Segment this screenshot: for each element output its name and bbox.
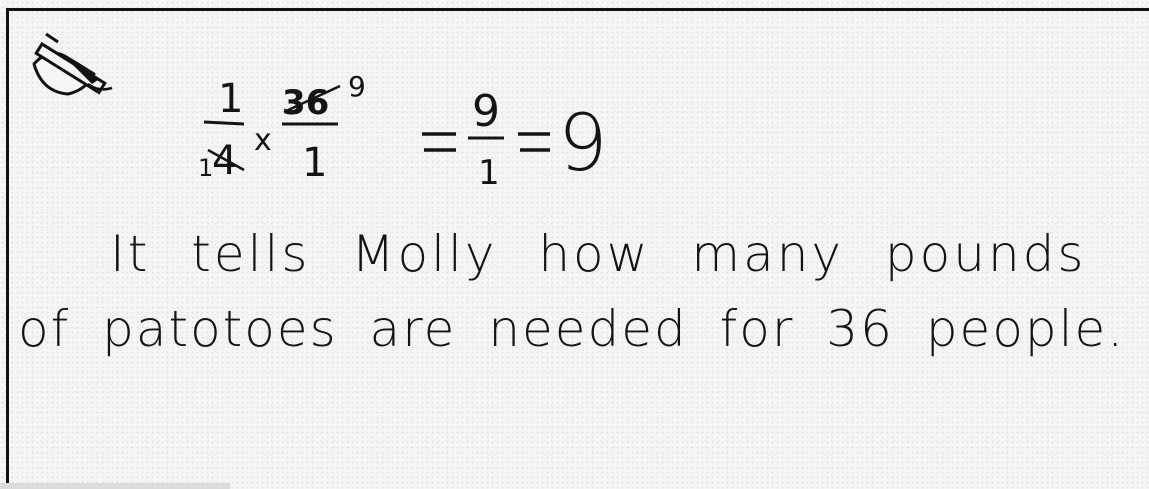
final-result: 9 xyxy=(558,99,608,189)
explanation-line-2: of patotoes are needed for 36 people. xyxy=(18,300,1126,358)
factor-2-reduced-numerator: 9 xyxy=(348,70,366,103)
answer-box-border xyxy=(6,8,1149,489)
explanation-line-1: It tells Molly how many pounds xyxy=(110,225,1087,283)
handwritten-computation: 1 1 4 x 36 9 1 9 1 9 xyxy=(198,70,608,193)
factor-1-numerator: 1 xyxy=(218,76,243,122)
pencil-writing-icon xyxy=(32,32,113,96)
product-denominator: 1 xyxy=(478,153,500,193)
multiplication-operator: x xyxy=(254,123,272,158)
factor-1-denominator: 4 xyxy=(212,138,237,184)
scan-edge-strip xyxy=(0,483,230,489)
factor-2-denominator: 1 xyxy=(302,140,327,186)
product-numerator: 9 xyxy=(472,86,500,137)
factor-1-reduced-denominator: 1 xyxy=(198,154,213,182)
